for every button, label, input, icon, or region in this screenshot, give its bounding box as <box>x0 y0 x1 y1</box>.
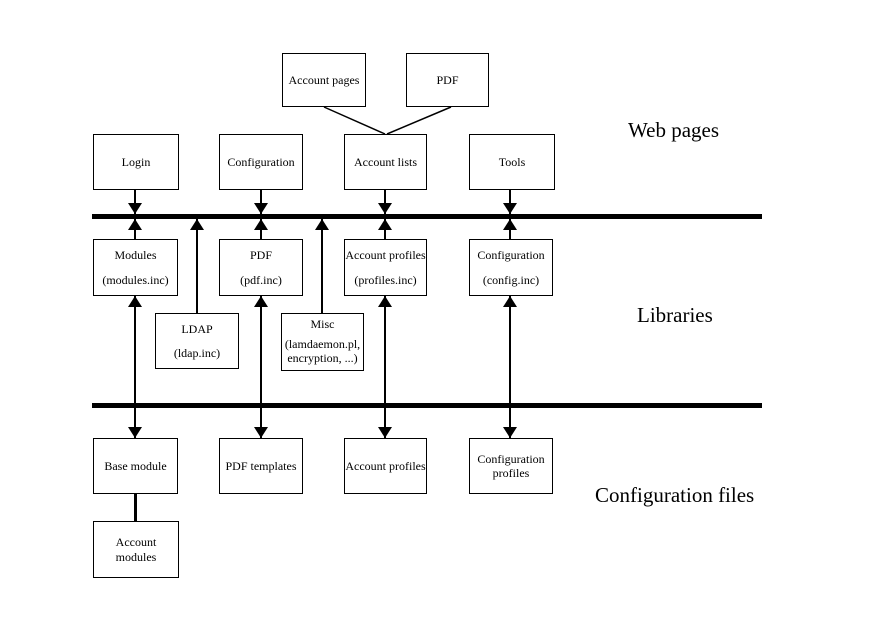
box-sublabel: (pdf.inc) <box>240 272 282 287</box>
box-misc-lib: Misc (lamdaemon.pl,encryption, ...) <box>281 313 364 371</box>
box-configuration-profiles: Configuration profiles <box>469 438 553 494</box>
box-label: Account pages <box>288 72 360 87</box>
box-label: LDAP <box>181 322 213 336</box>
box-label: Tools <box>498 154 526 169</box>
box-label: PDF <box>249 248 272 262</box>
connector-stem <box>260 296 262 403</box>
box-label: Configuration <box>477 248 545 262</box>
arrowhead-down <box>254 203 268 214</box>
box-account-profiles-lib: Account profiles (profiles.inc) <box>344 239 427 296</box>
box-configuration-page: Configuration <box>219 134 303 190</box>
connector-stem <box>509 408 511 438</box>
box-label: Account profiles <box>345 248 426 262</box>
box-label: Configuration <box>227 154 295 169</box>
connector-stem <box>260 408 262 438</box>
box-account-profiles-files: Account profiles <box>344 438 427 494</box>
box-label: Misc <box>310 317 335 331</box>
layer-label-web-pages: Web pages <box>628 118 720 142</box>
box-label: Account modules <box>115 535 157 564</box>
box-label: PDF templates <box>225 458 297 473</box>
connector-stem <box>134 408 136 438</box>
connector-pdf-to-account-lists <box>386 106 452 135</box>
connector-stem <box>260 190 262 214</box>
arrowhead-down <box>128 203 142 214</box>
arrowhead-down <box>378 427 392 438</box>
layer-label-configuration-files: Configuration files <box>595 483 755 507</box>
box-sublabel: profiles <box>492 466 530 480</box>
box-pdf-lib: PDF (pdf.inc) <box>219 239 303 296</box>
connector-stem <box>260 219 262 239</box>
connector-stem <box>134 190 136 214</box>
arrowhead-down <box>503 427 517 438</box>
box-label: Base module <box>104 458 167 473</box>
box-label: Login <box>121 154 151 169</box>
box-account-pages: Account pages <box>282 53 366 107</box>
connector-stem <box>509 219 511 239</box>
box-ldap-lib: LDAP (ldap.inc) <box>155 313 239 369</box>
separator-libraries-configfiles <box>92 403 762 408</box>
arrowhead-down <box>254 427 268 438</box>
box-sublabel: (profiles.inc) <box>354 272 417 287</box>
box-account-modules: Account modules <box>93 521 179 578</box>
box-modules-lib: Modules (modules.inc) <box>93 239 178 296</box>
box-sublabel: (ldap.inc) <box>173 345 221 360</box>
connector-stem <box>134 494 137 521</box>
box-account-lists: Account lists <box>344 134 427 190</box>
box-base-module: Base module <box>93 438 178 494</box>
box-configuration-lib: Configuration (config.inc) <box>469 239 553 296</box>
box-sublabel: (lamdaemon.pl,encryption, ...) <box>284 336 361 365</box>
box-label: Modules <box>114 248 157 262</box>
box-label: Account lists <box>354 154 417 169</box>
box-label: PDF <box>436 72 459 87</box>
connector-stem <box>384 219 386 239</box>
arrowhead-down <box>128 427 142 438</box>
connector-stem <box>134 296 136 403</box>
connector-account-pages-to-account-lists <box>323 106 386 135</box>
connector-stem <box>509 190 511 214</box>
connector-stem <box>384 296 386 403</box>
box-tools: Tools <box>469 134 555 190</box>
layer-label-libraries: Libraries <box>637 303 713 327</box>
box-label: Configuration <box>477 451 545 466</box>
box-pdf-templates: PDF templates <box>219 438 303 494</box>
box-login: Login <box>93 134 179 190</box>
connector-stem <box>384 190 386 214</box>
connector-stem <box>509 296 511 403</box>
arrowhead-down <box>503 203 517 214</box>
connector-stem <box>384 408 386 438</box>
box-pdf-page: PDF <box>406 53 489 107</box>
separator-web-libraries <box>92 214 762 219</box>
connector-stem <box>321 219 323 313</box>
arrowhead-down <box>378 203 392 214</box>
box-sublabel: (modules.inc) <box>102 272 169 287</box>
box-label: Account profiles <box>345 458 426 473</box>
connector-stem <box>134 219 136 239</box>
connector-stem <box>196 219 198 313</box>
box-sublabel: (config.inc) <box>482 272 540 287</box>
